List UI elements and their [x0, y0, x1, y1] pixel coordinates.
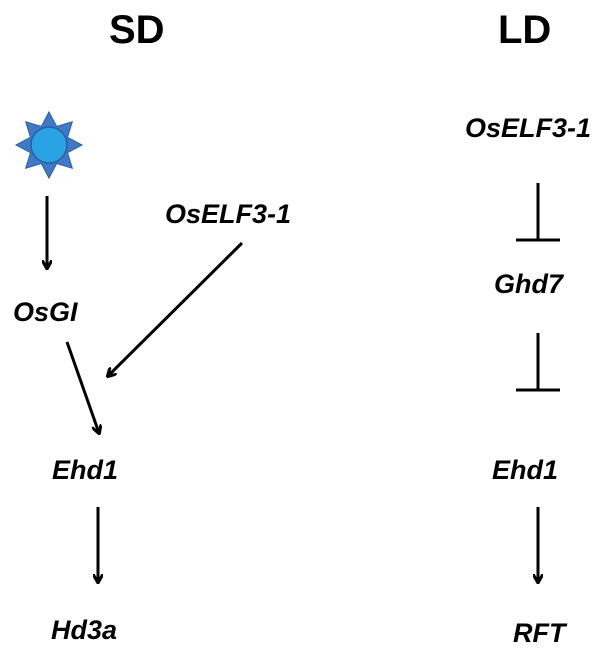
- arrow-osgi-to-ehd1: [65, 341, 99, 433]
- gene-hd3a: Hd3a: [51, 615, 118, 645]
- gene-rft: RFT: [513, 618, 566, 648]
- gene-ehd1-ld: Ehd1: [492, 455, 559, 485]
- sun-icon: [14, 110, 84, 180]
- ld-heading: LD: [498, 8, 552, 52]
- gene-oself3-sd: OsELF3-1: [165, 199, 292, 229]
- gene-oself3-ld: OsELF3-1: [465, 113, 592, 143]
- gene-ehd1-sd: Ehd1: [52, 455, 119, 485]
- gene-ghd7: Ghd7: [494, 269, 564, 299]
- gene-osgi: OsGI: [13, 297, 78, 327]
- inhibition-oself3-to-ghd7: [516, 183, 560, 242]
- arrow-oself3-to-ehd1: [108, 241, 244, 376]
- sd-heading: SD: [109, 8, 165, 52]
- inhibition-ghd7-to-ehd1: [516, 333, 560, 392]
